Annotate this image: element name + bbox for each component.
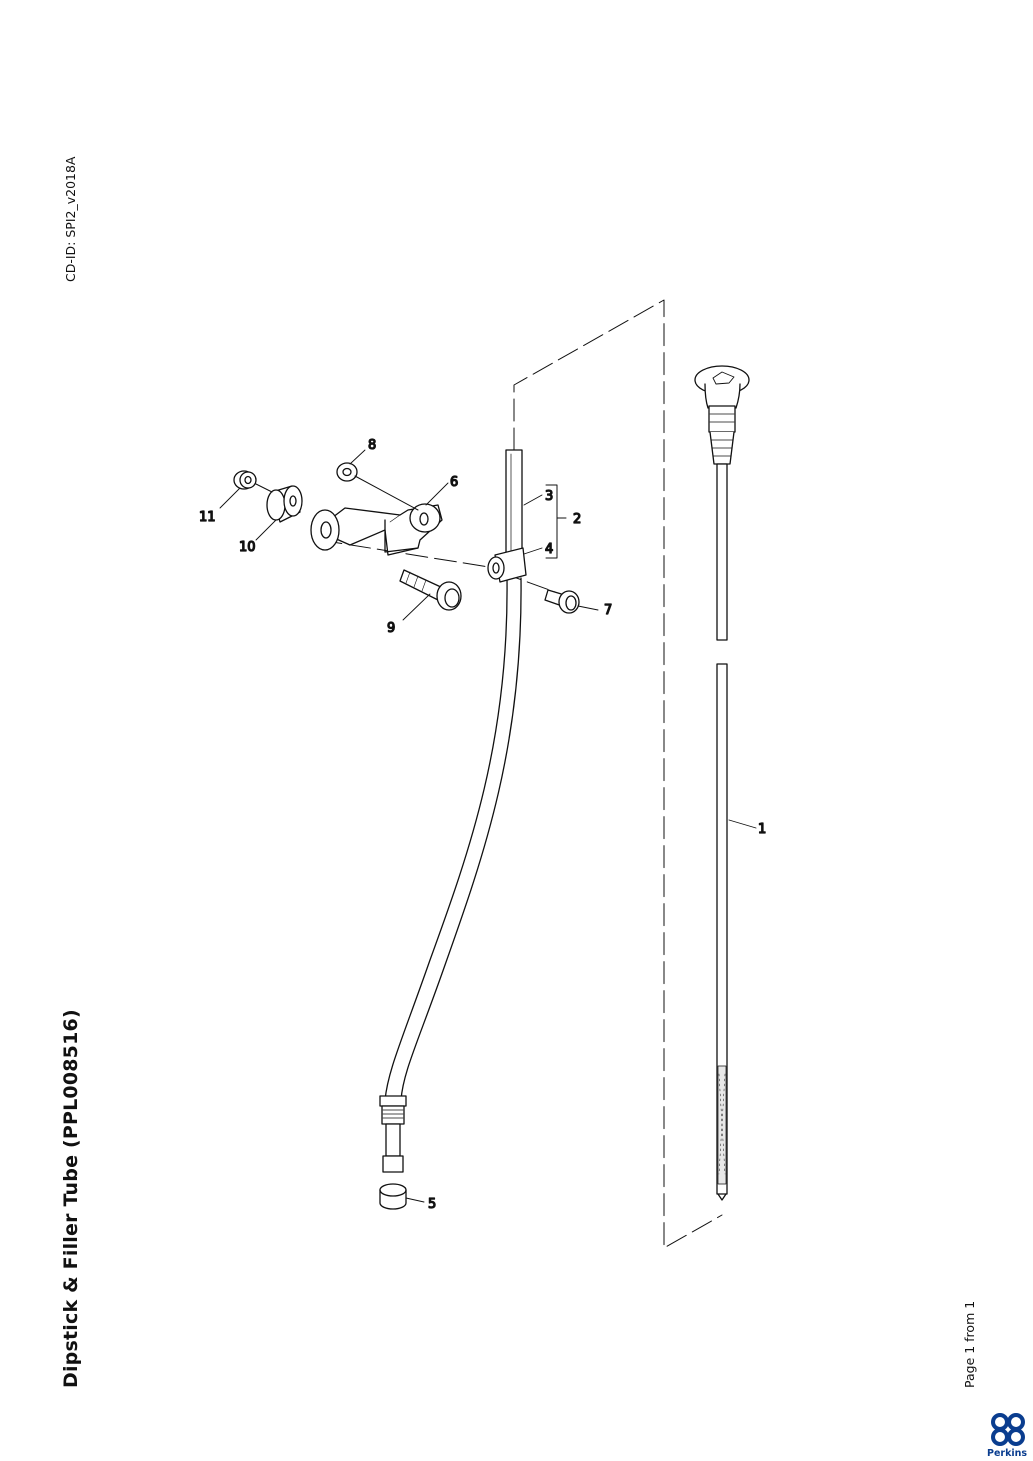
callout-9: 9 <box>387 621 395 636</box>
callout-3: 3 <box>545 489 553 504</box>
callout-10: 10 <box>239 540 256 555</box>
callout-2: 2 <box>573 512 581 527</box>
callout-8: 8 <box>368 438 376 453</box>
callout-numbers: 1 2 3 4 5 6 7 8 9 10 11 <box>198 437 767 1212</box>
end-cap <box>379 1183 407 1210</box>
spacer-item-10 <box>266 485 303 523</box>
nut-item-8 <box>336 462 419 511</box>
perkins-logo-icon <box>991 1413 1025 1446</box>
callout-4: 4 <box>545 542 553 557</box>
bolt-item-9 <box>399 569 462 611</box>
callout-6: 6 <box>450 475 458 490</box>
callout-7: 7 <box>604 603 612 618</box>
filler-tube <box>379 449 523 1173</box>
dipstick <box>694 365 750 1201</box>
bolt-item-7 <box>544 589 580 614</box>
mounting-bracket <box>310 503 443 556</box>
tube-clip <box>487 547 527 583</box>
nut-item-11 <box>233 470 273 493</box>
leader-lines <box>219 449 757 1203</box>
callout-5: 5 <box>428 1197 436 1212</box>
group-bracket <box>545 484 567 559</box>
callout-11: 11 <box>199 510 216 525</box>
callout-1: 1 <box>758 822 766 837</box>
perkins-logo-text: Perkins <box>987 1448 1028 1459</box>
